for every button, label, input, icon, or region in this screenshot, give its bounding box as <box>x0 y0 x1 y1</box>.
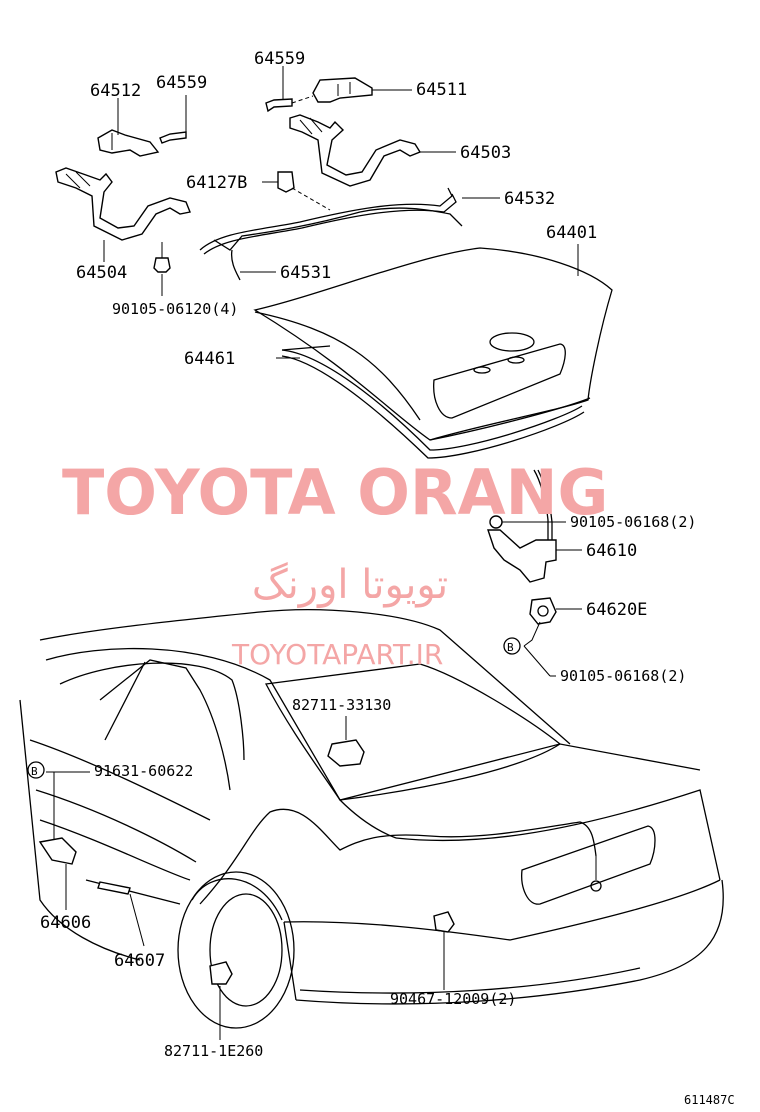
label-64606: 64606 <box>40 913 91 933</box>
label-64607: 64607 <box>114 951 165 971</box>
watermark: TOYOTA ORANG تویوتا اورنگ TOYOTAPART.IR <box>62 456 608 671</box>
label-64512: 64512 <box>90 81 141 101</box>
label-90105-06168-b: 90105-06168(2) <box>560 667 686 685</box>
label-64127b: 64127B <box>186 173 247 193</box>
label-64559-top: 64559 <box>254 49 305 69</box>
label-64461: 64461 <box>184 349 235 369</box>
leader-lines <box>46 66 582 1040</box>
label-64511: 64511 <box>416 80 467 100</box>
label-64401: 64401 <box>546 223 597 243</box>
watermark-persian: تویوتا اورنگ <box>252 562 448 608</box>
label-90105-06120: 90105-06120(4) <box>112 300 238 318</box>
label-64559-left: 64559 <box>156 73 207 93</box>
trunk-lid <box>253 247 613 459</box>
label-64531: 64531 <box>280 263 331 283</box>
label-91631-60622: 91631-60622 <box>94 762 193 780</box>
watermark-url: TOYOTAPART.IR <box>231 638 443 671</box>
label-64503: 64503 <box>460 143 511 163</box>
hinge-assembly <box>55 77 463 281</box>
label-64504: 64504 <box>76 263 127 283</box>
label-82711-33130: 82711-33130 <box>292 696 391 714</box>
label-64610: 64610 <box>586 541 637 561</box>
label-90105-06168-a: 90105-06168(2) <box>570 513 696 531</box>
watermark-brand: TOYOTA ORANG <box>62 456 608 529</box>
label-64620e: 64620E <box>586 600 647 620</box>
figure-code: 611487C <box>684 1093 735 1107</box>
ref-b-left: B <box>31 765 38 778</box>
label-64532: 64532 <box>504 189 555 209</box>
callout-labels: 64559 64511 64512 64559 64503 64127B 645… <box>27 49 735 1107</box>
ref-b-right: B <box>507 641 514 654</box>
lock-parts <box>487 469 557 647</box>
label-82711-1e260: 82711-1E260 <box>164 1042 263 1060</box>
label-90467-12009: 90467-12009(2) <box>390 990 516 1008</box>
vehicle-body <box>19 609 724 1029</box>
